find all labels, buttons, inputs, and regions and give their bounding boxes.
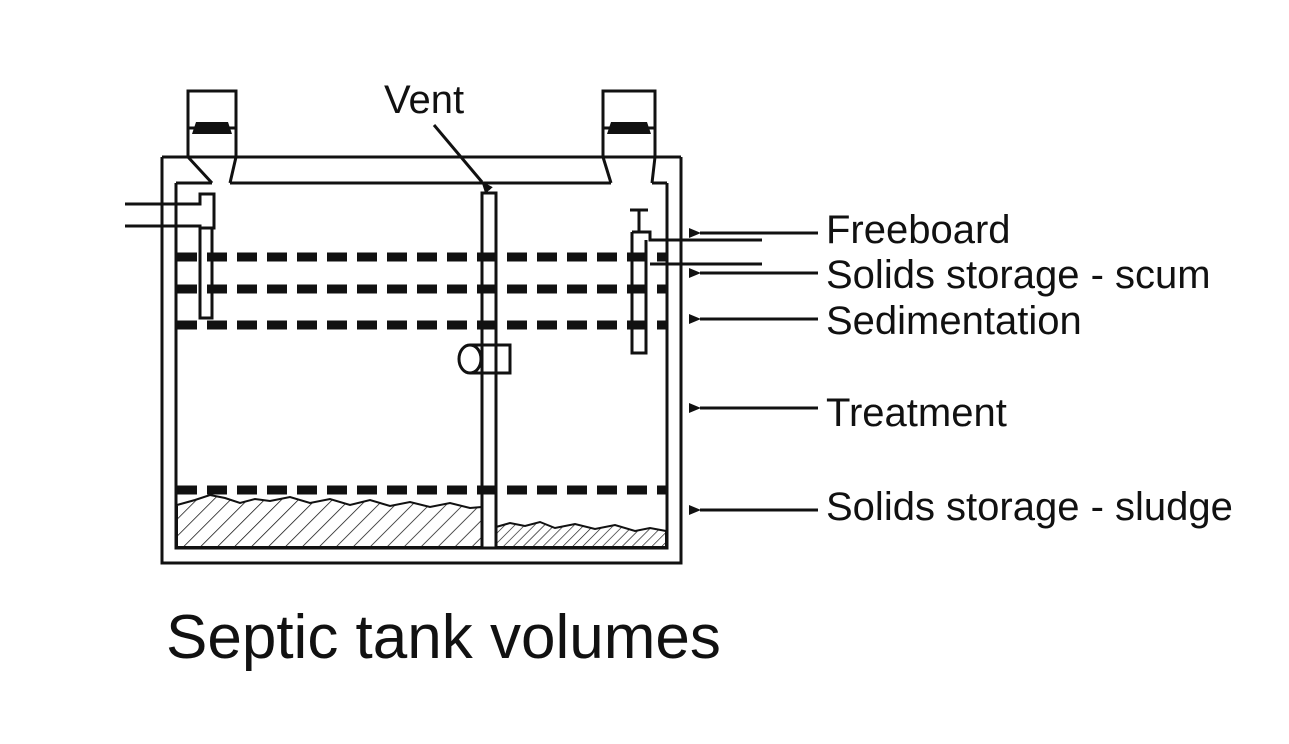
diagram-title: Septic tank volumes — [166, 603, 721, 672]
zone-label-sedimentation: Sedimentation — [826, 299, 1082, 343]
zone-label-scum: Solids storage - scum — [826, 253, 1211, 297]
vent-label: Vent — [384, 78, 464, 122]
outlet-pipe — [630, 208, 762, 355]
vent-baffle — [457, 191, 512, 550]
tank-outer-wall — [160, 157, 683, 565]
left-access-riser — [186, 89, 238, 185]
vent-pointer — [432, 124, 493, 194]
right-access-riser — [601, 89, 657, 184]
sludge-left — [176, 493, 483, 548]
zone-label-treatment: Treatment — [826, 391, 1007, 435]
sludge-right — [495, 520, 667, 548]
zone-label-freeboard: Freeboard — [826, 208, 1011, 252]
inlet-pipe — [125, 192, 216, 320]
zone-label-sludge: Solids storage - sludge — [826, 485, 1233, 529]
